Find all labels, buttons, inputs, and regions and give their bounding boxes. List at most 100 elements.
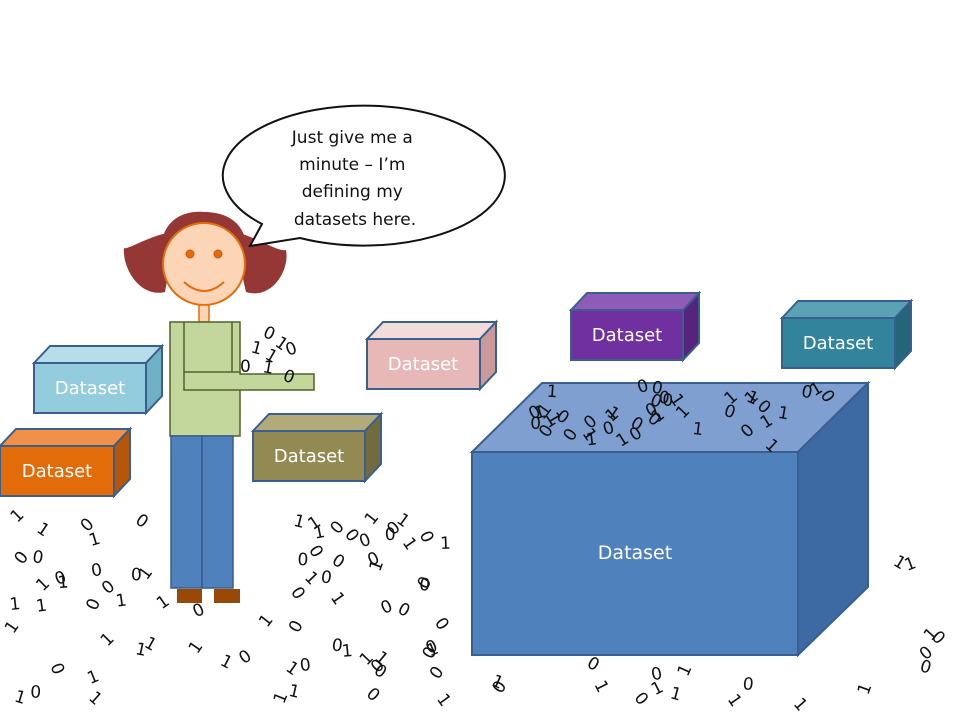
- binary-digit: 1: [546, 382, 558, 403]
- binary-digit: 1: [432, 690, 455, 711]
- binary-digit: 0: [357, 530, 374, 552]
- box-front-face: [781, 317, 896, 369]
- binary-digit: 0: [378, 596, 396, 619]
- binary-digit: 1: [287, 681, 302, 703]
- binary-digit: 1: [115, 590, 129, 611]
- pants-left-leg: [170, 435, 203, 589]
- binary-digit: 1: [134, 639, 149, 661]
- box-label: Dataset: [55, 378, 126, 399]
- binary-digit: 0: [650, 378, 664, 400]
- binary-digit: 1: [668, 683, 684, 705]
- binary-digit: 1: [185, 637, 208, 657]
- binary-digit: 1: [7, 505, 29, 527]
- binary-digit: 0: [662, 391, 673, 411]
- binary-digit: 1: [97, 629, 119, 651]
- binary-digit: 1: [361, 508, 383, 529]
- box-front-face: [0, 445, 115, 497]
- box-front-face: [570, 309, 684, 361]
- box-top-face: [0, 428, 133, 447]
- binary-digit: 0: [240, 357, 251, 377]
- binary-digit: 0: [320, 567, 334, 588]
- speech-line: defining my: [302, 182, 403, 202]
- binary-digit: 1: [12, 687, 28, 709]
- binary-digit: 1: [249, 338, 265, 360]
- binary-digit: 0: [658, 388, 671, 409]
- box-label: Dataset: [803, 333, 874, 354]
- binary-digit: 1: [585, 429, 598, 450]
- right-shoe: [214, 589, 240, 603]
- binary-digit: 0: [418, 575, 431, 596]
- binary-digit: 0: [430, 614, 453, 634]
- speech-line: Just give me a: [291, 128, 413, 148]
- binary-digit: 1: [326, 589, 349, 609]
- box-top-face: [250, 413, 384, 432]
- binary-digit: 1: [1, 617, 24, 637]
- dataset-box-olive: Dataset: [250, 411, 384, 484]
- dataset-box-purple: Dataset: [568, 290, 702, 363]
- binary-digit: 1: [312, 522, 327, 544]
- binary-digit: 1: [57, 572, 70, 593]
- binary-digit: 0: [132, 510, 152, 533]
- binary-digit: 1: [261, 357, 275, 379]
- binary-digit: 0: [330, 635, 344, 656]
- hair-right: [236, 232, 287, 294]
- binary-digit: 1: [33, 519, 53, 542]
- binary-digit: 1: [85, 666, 103, 689]
- binary-digit: 1: [255, 611, 277, 632]
- left-eye: [185, 249, 195, 259]
- binary-digit: 0: [235, 646, 255, 669]
- binary-digit: 0: [283, 338, 300, 360]
- binary-digit: 1: [217, 651, 236, 674]
- smile: [183, 281, 225, 292]
- binary-digit: 1: [84, 688, 105, 710]
- binary-digit: 0: [299, 655, 312, 676]
- hair-left: [123, 232, 172, 293]
- box-front-face: [366, 338, 481, 390]
- box-top-face: [779, 300, 914, 319]
- binary-digit: 1: [776, 403, 790, 425]
- dataset-box-teal: Dataset: [779, 298, 914, 371]
- box-label: Dataset: [388, 354, 459, 375]
- binary-digit: 0: [90, 560, 104, 581]
- large-dataset-box: Dataset: [469, 380, 871, 658]
- right-eye: [213, 249, 223, 259]
- binary-digit: 0: [630, 689, 652, 710]
- binary-digit: 0: [82, 596, 105, 614]
- binary-digit: 0: [46, 660, 69, 677]
- binary-digit: 1: [282, 658, 302, 681]
- left-shoe: [177, 589, 202, 603]
- binary-digit: 1: [854, 680, 876, 697]
- extended-arm: [183, 371, 315, 391]
- binary-digit: 0: [131, 565, 142, 585]
- box-label: Dataset: [22, 461, 93, 482]
- binary-digit: 1: [691, 419, 704, 440]
- speech-bubble-text: Just give me a minute – I’m defining my …: [291, 128, 418, 230]
- binary-digit: 1: [35, 596, 49, 617]
- binary-digit: 0: [426, 663, 449, 683]
- hair-top: [161, 211, 247, 264]
- speech-line: minute – I’m: [299, 155, 405, 175]
- speech-bubble: Just give me a minute – I’m defining my …: [221, 104, 506, 248]
- binary-digit: 0: [742, 674, 755, 695]
- binary-digit: 0: [918, 656, 934, 678]
- binary-digit: 1: [789, 694, 811, 715]
- binary-digit: 0: [30, 683, 42, 703]
- speech-line: datasets here.: [294, 210, 416, 230]
- binary-digit: 1: [32, 574, 54, 596]
- box-top-face: [364, 321, 499, 340]
- binary-digit: 0: [362, 684, 383, 706]
- binary-digit: 1: [341, 641, 354, 662]
- binary-digit: 0: [11, 548, 33, 569]
- large-box-front-face: [471, 451, 799, 656]
- dataset-box-light-blue: Dataset: [31, 343, 165, 416]
- speech-bubble-shape: [221, 104, 506, 248]
- person-figure: [123, 211, 315, 603]
- neck: [198, 304, 210, 323]
- binary-digit: 0: [394, 599, 413, 622]
- box-front-face: [252, 430, 366, 482]
- box-label: Dataset: [274, 446, 345, 467]
- binary-digit: 1: [674, 661, 697, 679]
- binary-digit: 0: [649, 664, 664, 686]
